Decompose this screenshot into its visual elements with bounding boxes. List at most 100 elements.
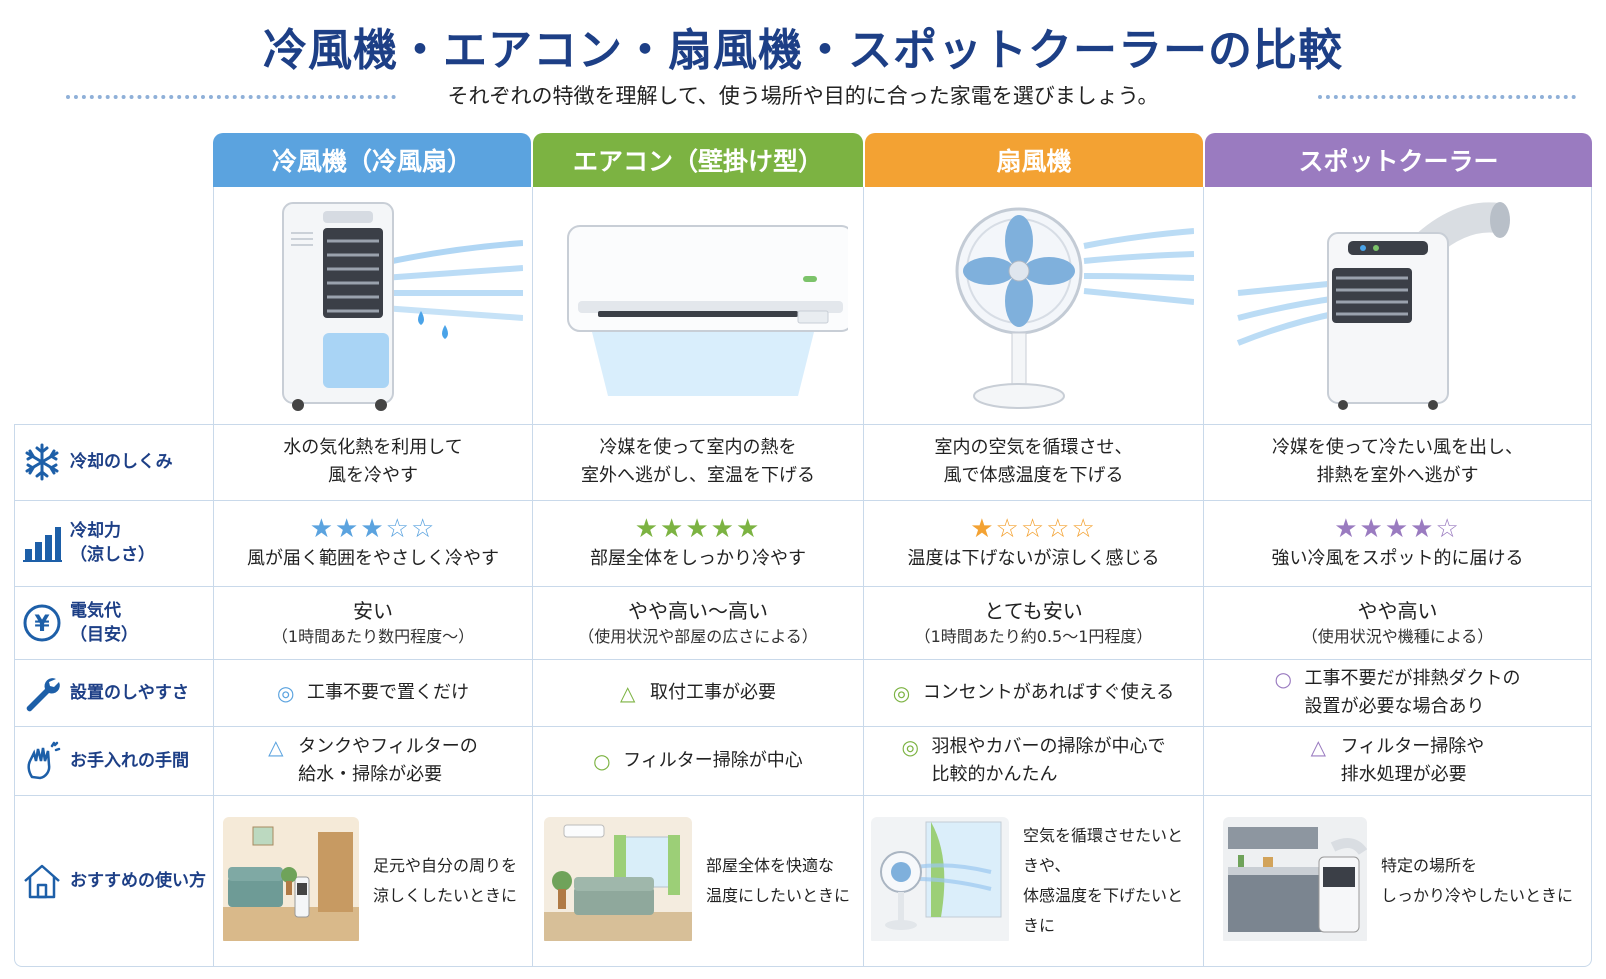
row-label-text: 冷却力 （涼しさ）	[70, 519, 155, 567]
cost-main: とても安い	[984, 598, 1083, 623]
cost-main: 安い	[353, 598, 393, 623]
cost-note: （1時間あたり約0.5～1円程度）	[914, 626, 1153, 646]
row-label-cooling: 冷却力 （涼しさ）	[14, 500, 219, 586]
cell-line: 風が届く範囲をやさしく冷やす	[247, 548, 499, 569]
cell-line: タンクやフィルターの	[298, 735, 478, 757]
rating-mark: △	[268, 734, 284, 759]
row-label-maintenance: お手入れの手間	[14, 726, 219, 795]
yen-icon: ¥	[14, 603, 70, 643]
row-divider	[14, 659, 1592, 660]
hand-sparkle-icon	[14, 741, 70, 781]
column-header-fan: 扇風機	[865, 133, 1203, 187]
row-divider	[14, 726, 1592, 727]
cell-line: 水の気化熱を利用して	[283, 437, 463, 458]
row-label-text: 設置のしやすさ	[70, 682, 189, 703]
cost-note: （1時間あたり数円程度～）	[271, 626, 475, 646]
bar-chart-icon	[14, 523, 70, 563]
row-label-recommend: おすすめの使い方	[14, 795, 219, 967]
row-divider	[14, 424, 1592, 425]
cell-line: 体感温度を下げたいときに	[1023, 886, 1184, 935]
column-header-label: スポットクーラー	[1298, 147, 1499, 176]
dotted-divider-left	[66, 95, 396, 99]
svg-text:¥: ¥	[34, 612, 50, 637]
row-divider	[14, 795, 1592, 796]
mechanism-cell-aircon: 冷媒を使って室内の熱を 室外へ逃がし、室温を下げる	[532, 424, 864, 500]
recommend-cell-fan: 空気を循環させたいときや、 体感温度を下げたいときに	[871, 805, 1197, 957]
page-title: 冷風機・エアコン・扇風機・スポットクーラーの比較	[263, 25, 1343, 76]
rating-mark: ◎	[277, 680, 295, 705]
row-label-line: （目安）	[70, 624, 138, 645]
house-icon	[14, 861, 70, 901]
cost-cell-spotcooler: やや高い （使用状況や機種による）	[1203, 586, 1592, 659]
cell-line: 給水・掃除が必要	[298, 763, 443, 785]
maintenance-cell-aircon: ○ フィルター掃除が中心	[532, 726, 864, 795]
mechanism-cell-spotcooler: 冷媒を使って冷たい風を出し、 排熱を室外へ逃がす	[1203, 424, 1592, 500]
fan-illustration	[863, 187, 1204, 424]
cooler-illustration	[213, 187, 533, 424]
row-label-install: 設置のしやすさ	[14, 659, 219, 726]
cell-line: 比較的かんたん	[931, 763, 1058, 785]
dotted-divider-right	[1318, 95, 1576, 99]
cell-line: 足元や自分の周りを	[373, 856, 518, 875]
window-fan-image	[871, 817, 1009, 945]
star-rating: ★☆☆☆☆	[970, 514, 1097, 544]
aircon-illustration	[532, 187, 864, 424]
maintenance-cell-spotcooler: △ フィルター掃除や 排水処理が必要	[1203, 726, 1592, 795]
cell-line: 空気を循環させたいときや、	[1023, 826, 1184, 875]
rating-mark: △	[620, 680, 636, 705]
cell-line: 部屋全体をしっかり冷やす	[590, 548, 806, 569]
cell-line: 風を冷やす	[328, 465, 418, 486]
column-header-spotcooler: スポットクーラー	[1205, 133, 1592, 187]
wrench-icon	[14, 673, 70, 713]
cell-line: 羽根やカバーの掃除が中心で	[931, 735, 1166, 757]
cooling-cell-fan: ★☆☆☆☆ 温度は下げないが涼しく感じる	[863, 500, 1204, 586]
row-label-line: 冷却力	[70, 521, 121, 541]
row-divider	[14, 586, 1592, 587]
column-header-label: 扇風機	[996, 147, 1072, 176]
cost-main: やや高い	[1357, 598, 1438, 623]
column-box-spotcooler	[1203, 187, 1592, 967]
cell-line: 強い冷風をスポット的に届ける	[1271, 548, 1524, 569]
install-cell-fan: ◎ コンセントがあればすぐ使える	[863, 659, 1204, 726]
cell-line: 室外へ逃がし、室温を下げる	[581, 465, 815, 486]
row-label-line: 電気代	[70, 600, 121, 621]
cell-line: 冷媒を使って冷たい風を出し、	[1271, 437, 1524, 458]
rating-mark: △	[1310, 734, 1327, 759]
cell-line: 温度は下げないが涼しく感じる	[907, 548, 1160, 569]
row-label-mechanism: 冷却のしくみ	[14, 424, 219, 500]
install-cell-cooler: ◎ 工事不要で置くだけ	[213, 659, 533, 726]
maintenance-cell-cooler: △ タンクやフィルターの 給水・掃除が必要	[213, 726, 533, 795]
row-divider	[14, 500, 1592, 501]
cell-line: 冷媒を使って室内の熱を	[599, 437, 797, 458]
row-label-line: （涼しさ）	[70, 545, 155, 565]
install-cell-aircon: △ 取付工事が必要	[532, 659, 864, 726]
cell-line: 特定の場所を	[1381, 856, 1478, 875]
rating-mark: ○	[1274, 666, 1292, 691]
column-header-cooler: 冷風機（冷風扇）	[213, 133, 531, 187]
recommend-cell-cooler: 足元や自分の周りを 涼しくしたいときに	[223, 805, 523, 957]
row-label-text: 電気代 （目安）	[70, 599, 138, 647]
row-label-text: 冷却のしくみ	[70, 452, 173, 472]
column-header-label: エアコン（壁掛け型）	[572, 147, 823, 176]
rating-mark: ○	[593, 748, 611, 773]
cooling-cell-aircon: ★★★★★ 部屋全体をしっかり冷やす	[532, 500, 864, 586]
cooling-cell-spotcooler: ★★★★☆ 強い冷風をスポット的に届ける	[1203, 500, 1592, 586]
cost-cell-fan: とても安い （1時間あたり約0.5～1円程度）	[863, 586, 1204, 659]
row-label-text: お手入れの手間	[70, 750, 189, 771]
star-rating: ★★★★☆	[1334, 514, 1461, 544]
cell-line: しっかり冷やしたいときに	[1381, 886, 1574, 905]
snowflake-icon	[14, 442, 70, 482]
cost-cell-aircon: やや高い～高い （使用状況や部屋の広さによる）	[532, 586, 864, 659]
recommend-cell-spotcooler: 特定の場所を しっかり冷やしたいときに	[1223, 805, 1589, 957]
maintenance-cell-fan: ◎ 羽根やカバーの掃除が中心で 比較的かんたん	[863, 726, 1204, 795]
star-rating: ★★★☆☆	[309, 514, 437, 544]
living-room-cooler-image	[223, 817, 359, 945]
page-subtitle: それぞれの特徴を理解して、使う場所や目的に合った家電を選びましょう。	[447, 84, 1159, 108]
cell-line: 室内の空気を循環させ、	[934, 437, 1133, 458]
cell-line: フィルター掃除が中心	[623, 749, 803, 771]
mechanism-cell-fan: 室内の空気を循環させ、 風で体感温度を下げる	[863, 424, 1204, 500]
mechanism-cell-cooler: 水の気化熱を利用して 風を冷やす	[213, 424, 533, 500]
cooling-cell-cooler: ★★★☆☆ 風が届く範囲をやさしく冷やす	[213, 500, 533, 586]
rating-mark: ◎	[901, 734, 919, 759]
cell-line: 工事不要で置くだけ	[307, 681, 469, 703]
